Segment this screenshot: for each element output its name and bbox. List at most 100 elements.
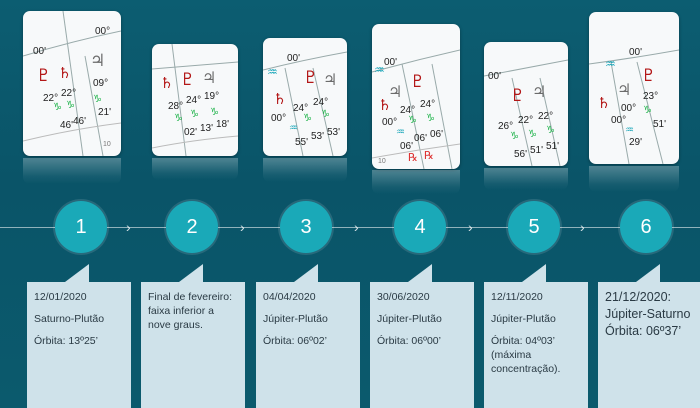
- chart-card-4: 00' ♒ ♃ ♇ ♄ 00° 24° 24° ♑ ♑ ♒ 06' 06' 06…: [372, 24, 460, 169]
- jupiter-icon: ♃: [323, 70, 338, 89]
- box-pointer: [408, 264, 432, 282]
- event-pair: Júpiter-Plutão: [491, 313, 556, 325]
- step-6-marker: 6: [620, 201, 672, 253]
- chevron-right-icon: ›: [468, 219, 473, 235]
- chevron-right-icon: ›: [240, 219, 245, 235]
- degree-label: 00': [287, 53, 301, 64]
- minute-label: 06': [414, 133, 428, 144]
- ring-number: 10: [103, 141, 111, 148]
- capricorn-icon: ♑: [53, 102, 62, 113]
- card-reflection: [484, 168, 568, 190]
- minute-label: 06': [430, 129, 444, 140]
- degree-label: 22°: [61, 88, 77, 99]
- event-date: 12/11/2020: [491, 291, 543, 303]
- degree-label: 24°: [400, 105, 416, 116]
- minute-label: 21': [98, 107, 112, 118]
- jupiter-icon: ♃: [388, 82, 403, 101]
- event-pair: Júpiter-Saturno: [605, 307, 691, 321]
- event-orbit: Órbita: 04º03’ (máxima concentração).: [491, 335, 561, 375]
- event-box-4: 30/06/2020 Júpiter-Plutão Órbita: 06º00’: [370, 264, 474, 408]
- step-2-marker: 2: [166, 201, 218, 253]
- ring-number: 10: [378, 158, 386, 165]
- step-3-marker: 3: [280, 201, 332, 253]
- event-orbit: Órbita: 06º02’: [263, 335, 327, 347]
- capricorn-icon: ♑: [174, 113, 183, 124]
- chart-lines: [372, 49, 460, 169]
- event-date: 04/04/2020: [263, 291, 316, 303]
- minute-label: 29': [629, 137, 643, 148]
- degree-label: 00°: [271, 113, 287, 124]
- minute-label: 51': [530, 145, 544, 156]
- event-date: 30/06/2020: [377, 291, 430, 303]
- minute-label: 56': [514, 149, 528, 160]
- saturn-icon: ♄: [273, 90, 287, 108]
- event-box-5: 12/11/2020 Júpiter-Plutão Órbita: 04º03’…: [484, 264, 588, 408]
- card-reflection: [263, 158, 347, 182]
- minute-label: 02': [184, 127, 198, 138]
- capricorn-icon: ♑: [408, 115, 417, 126]
- pluto-icon: ♇: [510, 86, 526, 106]
- event-box-3: 04/04/2020 Júpiter-Plutão Órbita: 06º02’: [256, 264, 360, 408]
- saturn-icon: ♄: [160, 74, 174, 92]
- minute-label: 46': [73, 116, 87, 127]
- aquarius-icon: ♒: [267, 65, 278, 79]
- step-4-marker: 4: [394, 201, 446, 253]
- chart-lines: [263, 51, 347, 156]
- step-1-marker: 1: [55, 201, 107, 253]
- card-reflection: [152, 158, 238, 180]
- degree-label: 09°: [93, 78, 109, 89]
- box-pointer: [179, 264, 203, 282]
- box-pointer: [294, 264, 318, 282]
- event-orbit: Órbita: 13º25’: [34, 335, 98, 347]
- pluto-icon: ♇: [303, 68, 319, 88]
- degree-label: 24°: [420, 99, 436, 110]
- degree-label: 28°: [168, 101, 184, 112]
- event-date: 21/12/2020:: [605, 290, 672, 304]
- chart-card-1: 00° 00' ♇ ♄ ♃ 22° 22° 09° ♑ ♑ ♑ 21' 46' …: [23, 11, 121, 156]
- chevron-right-icon: ›: [126, 219, 131, 235]
- chart-card-5: 00' ♇ ♃ 26° 22° 22° ♑ ♑ ♑ 56' 51' 51': [484, 42, 568, 166]
- aquarius-icon: ♒: [605, 57, 616, 71]
- chart-card-2: ♄ ♇ ♃ 28° 24° 19° ♑ ♑ ♑ 02' 13' 18': [152, 44, 238, 156]
- degree-label: 00': [384, 57, 398, 68]
- retrograde-icon: ℞: [424, 149, 434, 162]
- degree-label: 24°: [186, 95, 202, 106]
- degree-label: 24°: [313, 97, 329, 108]
- chart-lines: [589, 49, 679, 164]
- timeline-line: [0, 227, 700, 228]
- minute-label: 46': [60, 120, 74, 131]
- chevron-right-icon: ›: [580, 219, 585, 235]
- chart-card-6: 00' ♒ ♇ ♃ ♄ 23° 00° 00° ♑ ♒ 51' 29': [589, 12, 679, 164]
- event-box-1: 12/01/2020 Saturno-Plutão Órbita: 13º25’: [27, 264, 131, 408]
- event-orbit: Órbita: 06º37’: [605, 324, 682, 338]
- jupiter-icon: ♃: [202, 68, 217, 87]
- capricorn-icon: ♑: [303, 113, 312, 124]
- degree-label: 00°: [611, 115, 627, 126]
- box-pointer: [65, 264, 89, 282]
- pluto-icon: ♇: [410, 72, 426, 92]
- capricorn-icon: ♑: [426, 113, 435, 124]
- saturn-icon: ♄: [378, 96, 392, 114]
- degree-label: 24°: [293, 103, 309, 114]
- capricorn-icon: ♑: [643, 105, 652, 116]
- degree-label: 22°: [538, 111, 554, 122]
- minute-label: 18': [216, 119, 230, 130]
- aquarius-icon: ♒: [396, 127, 405, 138]
- chart-lines: [152, 44, 238, 156]
- minute-label: 13': [200, 123, 214, 134]
- minute-label: 51': [653, 119, 667, 130]
- event-text: Final de fevereiro: faixa inferior a nov…: [148, 291, 233, 331]
- minute-label: 06': [400, 141, 414, 152]
- degree-label: 19°: [204, 91, 220, 102]
- chart-lines: [484, 59, 568, 166]
- jupiter-icon: ♃: [617, 80, 632, 99]
- chart-card-3: 00' ♒ ♇ ♃ ♄ 00° 24° 24° ♑ ♑ ♒ 55' 53' 53…: [263, 38, 347, 156]
- degree-label: 00': [488, 71, 502, 82]
- event-box-6: 21/12/2020: Júpiter-Saturno Órbita: 06º3…: [598, 264, 700, 408]
- degree-label: 22°: [43, 93, 59, 104]
- pluto-icon: ♇: [180, 70, 196, 90]
- capricorn-icon: ♑: [321, 109, 330, 120]
- step-5-marker: 5: [508, 201, 560, 253]
- degree-label: 00°: [621, 103, 637, 114]
